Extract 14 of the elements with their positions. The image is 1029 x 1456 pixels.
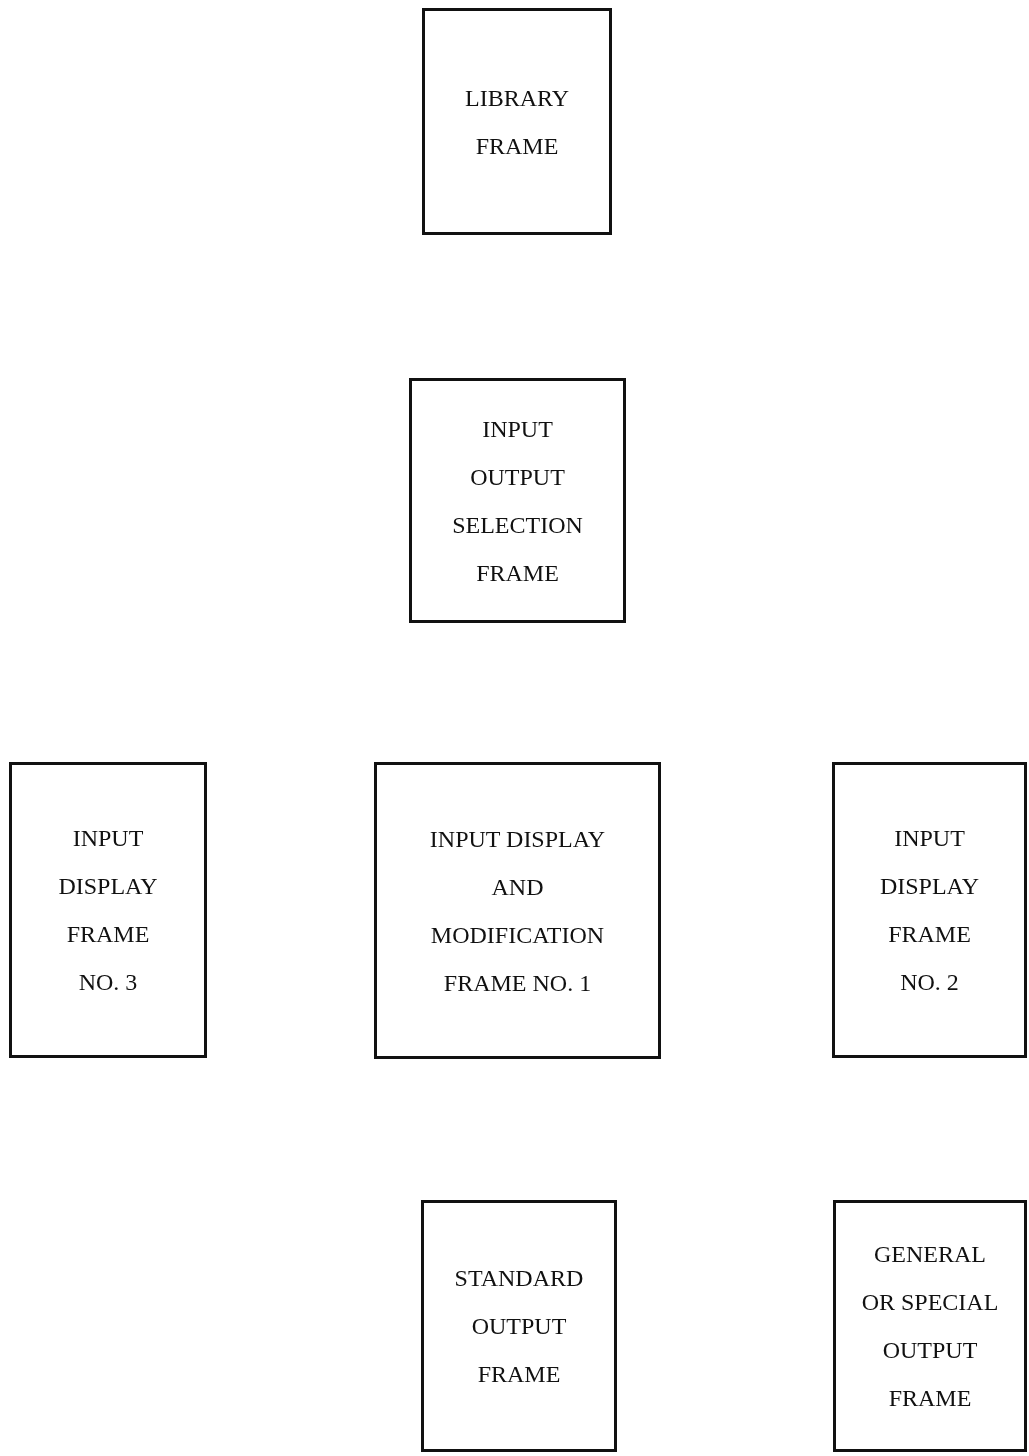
frame-box xyxy=(9,762,207,1058)
frame-label: GENERAL OR SPECIAL OUTPUT FRAME xyxy=(860,1240,1000,1413)
frame-label: INPUT DISPLAY AND MODIFICATION FRAME NO. 1 xyxy=(428,824,607,998)
frame-box xyxy=(833,1200,1027,1452)
frame-box xyxy=(374,762,661,1059)
frame-label: STANDARD OUTPUT FRAME xyxy=(453,1264,585,1389)
frame-box xyxy=(421,1200,617,1452)
frame-box xyxy=(422,8,612,235)
frame-box xyxy=(409,378,626,623)
frame-label: INPUT DISPLAY FRAME NO. 3 xyxy=(57,824,159,997)
frame-label: LIBRARY FRAME xyxy=(464,83,570,161)
frame-label: INPUT OUTPUT SELECTION FRAME xyxy=(451,414,584,588)
frame-box xyxy=(832,762,1027,1058)
frame-label: INPUT DISPLAY FRAME NO. 2 xyxy=(878,824,981,997)
